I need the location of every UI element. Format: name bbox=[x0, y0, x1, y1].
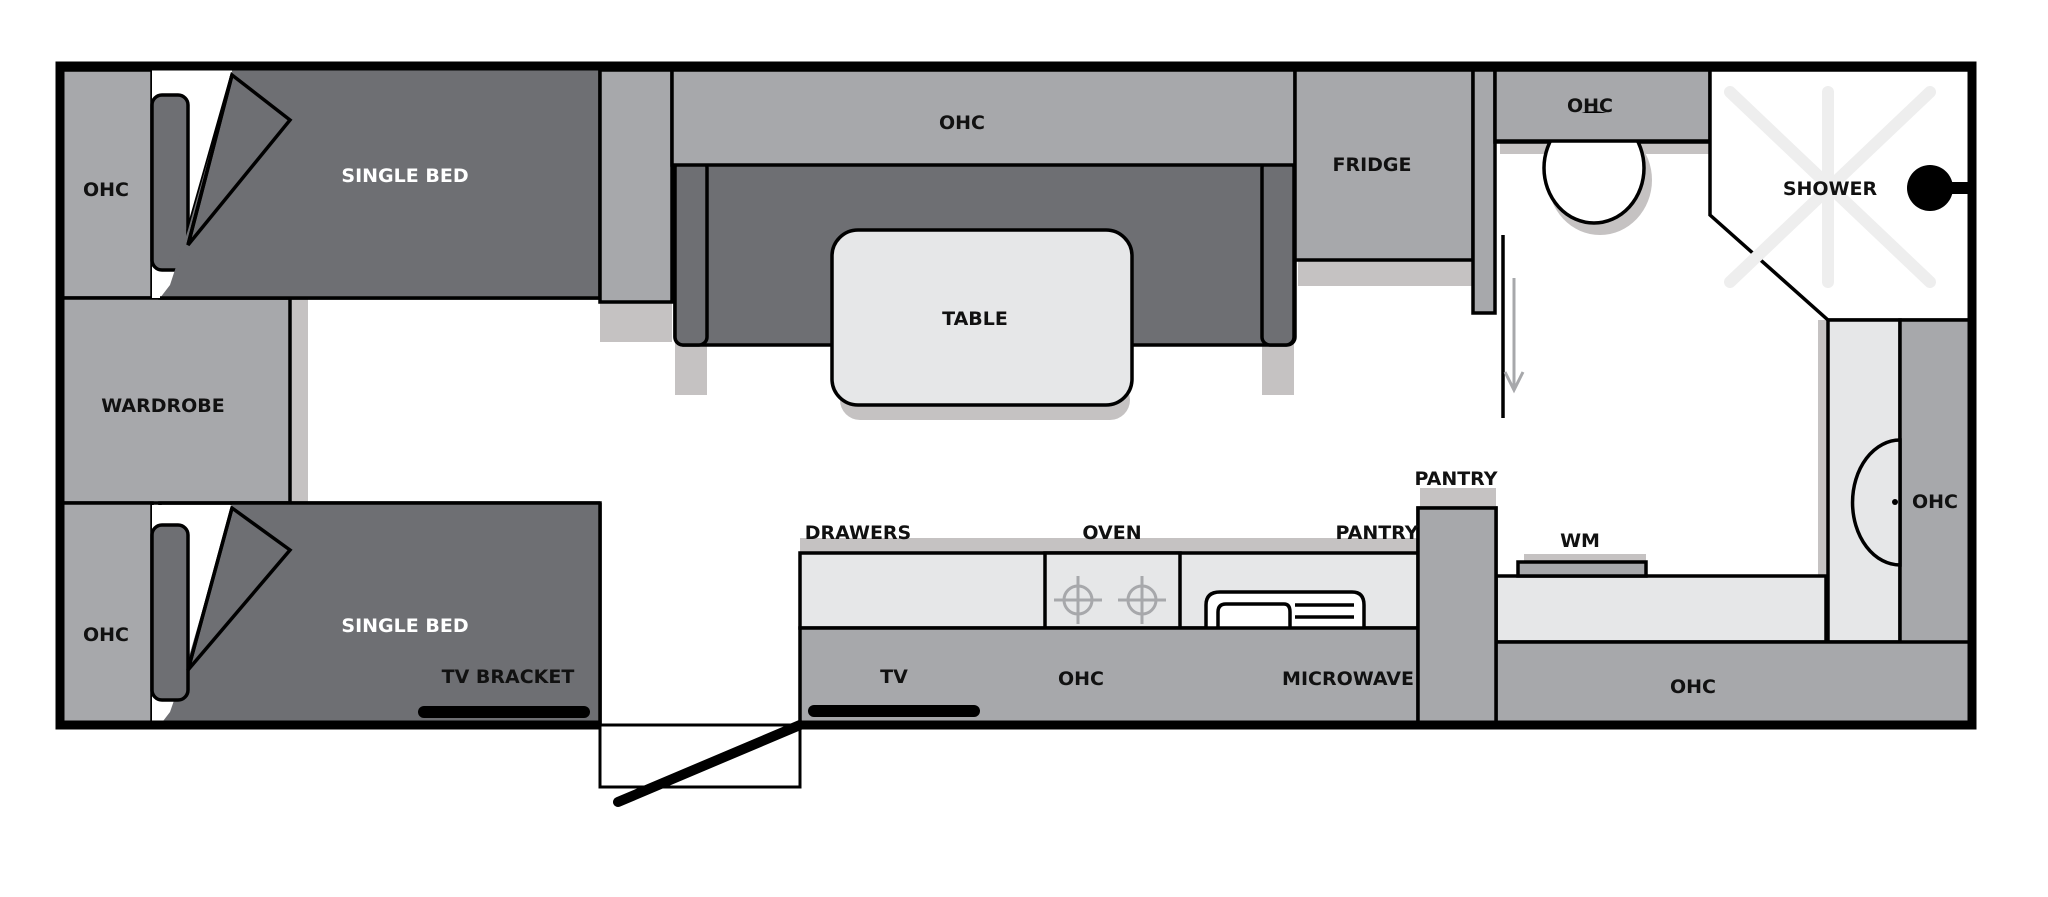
label-ohc-right: OHC bbox=[1912, 491, 1958, 513]
dinette-arm-left bbox=[673, 158, 709, 347]
basin bbox=[1850, 438, 1902, 567]
dinette-arm-right bbox=[1260, 158, 1296, 347]
bathroom-wall-panel bbox=[1471, 68, 1497, 315]
label-wm: WM bbox=[1560, 530, 1600, 552]
label-ohc-bottom-left: OHC bbox=[83, 624, 129, 646]
pillow-top bbox=[150, 93, 190, 272]
label-ohc-center-top: OHC bbox=[939, 112, 985, 134]
tv-bracket-bar bbox=[418, 706, 590, 718]
label-single-bed-bottom: SINGLE BED bbox=[341, 615, 468, 637]
tv-bar bbox=[808, 705, 980, 717]
ohc-bottom-left-cabinet bbox=[58, 501, 154, 727]
label-single-bed-top: SINGLE BED bbox=[341, 165, 468, 187]
oven-cooktop bbox=[1043, 551, 1182, 630]
label-microwave: MICROWAVE bbox=[1282, 668, 1414, 690]
laundry-counter bbox=[1494, 574, 1828, 644]
label-ohc-top-left: OHC bbox=[83, 179, 129, 201]
label-shower: SHOWER bbox=[1783, 178, 1878, 200]
label-wardrobe: WARDROBE bbox=[101, 395, 224, 417]
shower-head-icon bbox=[1907, 165, 1953, 211]
label-oven: OVEN bbox=[1082, 522, 1141, 544]
entry-door bbox=[613, 720, 805, 807]
outer-wall bbox=[55, 61, 1977, 730]
label-ohc-bathroom: OHC bbox=[1567, 95, 1613, 117]
burner-icons bbox=[1054, 576, 1166, 624]
dinette-end-cabinet bbox=[598, 68, 674, 304]
sink bbox=[1204, 590, 1366, 628]
label-pantry-lower: PANTRY bbox=[1335, 522, 1418, 544]
label-pantry-upper: PANTRY bbox=[1414, 468, 1497, 490]
shower-drain-star bbox=[1724, 86, 1936, 288]
label-tv-bracket: TV BRACKET bbox=[442, 666, 575, 688]
washing-machine bbox=[1516, 560, 1648, 578]
pillow-bottom bbox=[150, 523, 190, 702]
label-drawers: DRAWERS bbox=[805, 522, 912, 544]
label-ohc-kitchen: OHC bbox=[1058, 668, 1104, 690]
label-ohc-bottom-right: OHC bbox=[1670, 676, 1716, 698]
table bbox=[830, 228, 1134, 407]
ohc-bottom-right-cabinet bbox=[1494, 640, 1974, 727]
label-tv: TV bbox=[880, 666, 908, 688]
ohc-center-top-cabinet bbox=[670, 68, 1297, 167]
label-table: TABLE bbox=[942, 308, 1008, 330]
label-fridge: FRIDGE bbox=[1332, 154, 1411, 176]
